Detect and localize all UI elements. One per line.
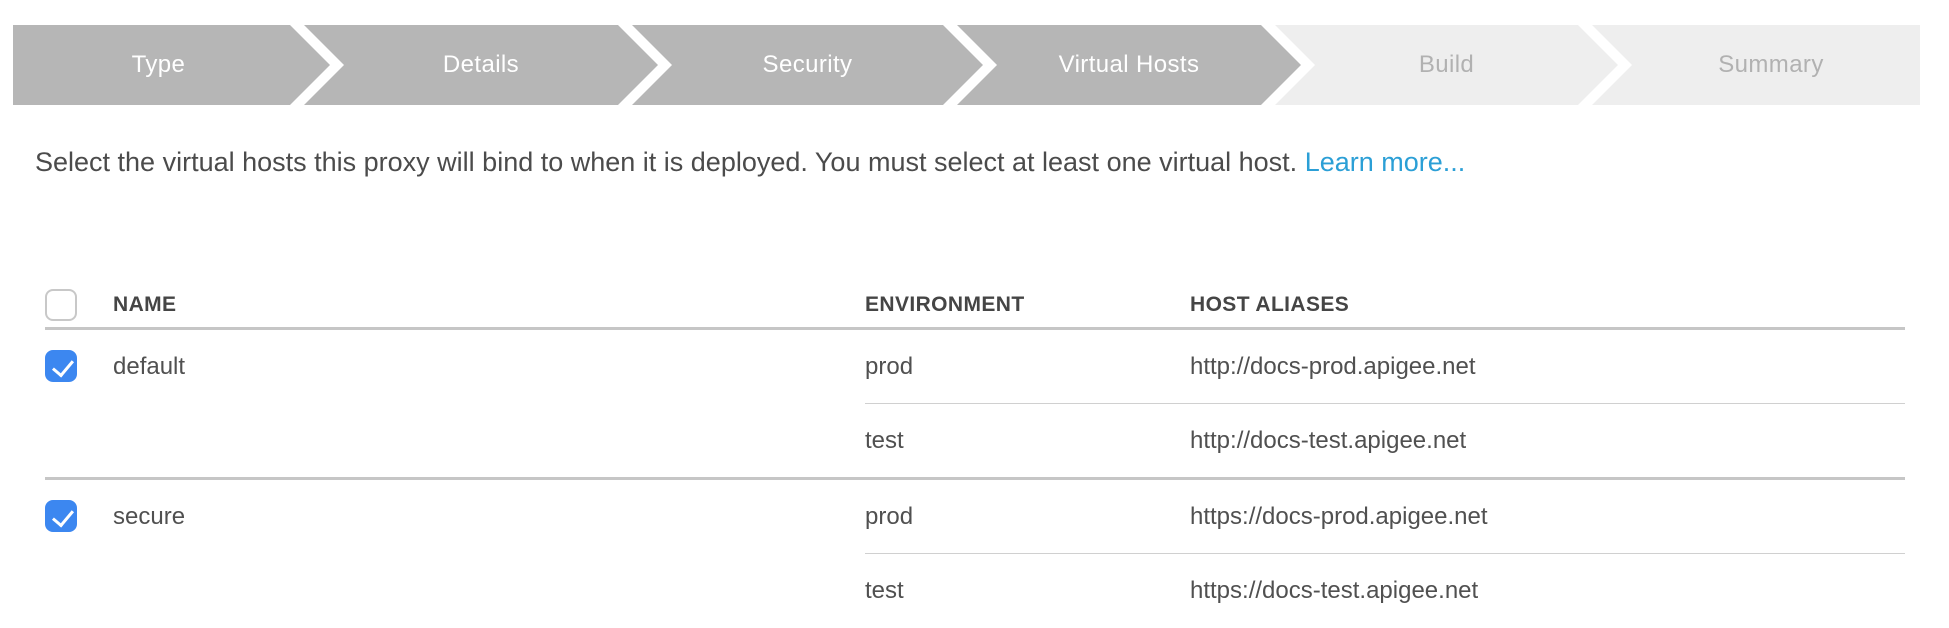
learn-more-link[interactable]: Learn more...	[1304, 147, 1466, 177]
host-alias-cell: http://docs-prod.apigee.net	[1190, 352, 1476, 380]
environment-cell: prod	[865, 502, 914, 530]
wizard-step-build: Build	[1275, 25, 1618, 105]
checkmark-icon	[51, 504, 75, 528]
secure-environments: prod https://docs-prod.apigee.net test h…	[865, 480, 1905, 627]
default-checkbox[interactable]	[45, 350, 77, 382]
wizard-step-summary: Summary	[1592, 25, 1920, 105]
select-all-checkbox[interactable]	[45, 289, 77, 321]
secure-checkbox[interactable]	[45, 500, 77, 532]
virtual-hosts-table: NAME ENVIRONMENT HOST ALIASES default pr…	[45, 283, 1905, 627]
default-environments: prod http://docs-prod.apigee.net test ht…	[865, 330, 1905, 477]
description-text: Select the virtual hosts this proxy will…	[35, 147, 1305, 177]
wizard-step-type[interactable]: Type	[13, 25, 330, 105]
checkmark-icon	[51, 354, 75, 378]
wizard-step-type-label: Type	[131, 51, 186, 78]
table-row-default: default prod http://docs-prod.apigee.net…	[45, 330, 1905, 480]
secure-name-cell: secure	[113, 503, 186, 530]
wizard-step-security-label: Security	[762, 51, 853, 78]
wizard-step-details-label: Details	[442, 51, 520, 78]
default-checkbox-cell	[45, 330, 113, 477]
wizard-step-details[interactable]: Details	[304, 25, 658, 105]
select-all-cell	[45, 289, 113, 321]
wizard-step-build-label: Build	[1418, 51, 1475, 78]
default-test-row: test http://docs-test.apigee.net	[865, 404, 1905, 477]
page-description: Select the virtual hosts this proxy will…	[35, 143, 1915, 181]
host-alias-cell: https://docs-test.apigee.net	[1190, 576, 1479, 604]
wizard-step-security[interactable]: Security	[632, 25, 983, 105]
environment-cell: prod	[865, 352, 914, 380]
column-header-environment: ENVIRONMENT	[865, 293, 1025, 316]
environment-cell: test	[865, 576, 904, 604]
default-prod-row: prod http://docs-prod.apigee.net	[865, 330, 1905, 404]
column-header-name: NAME	[113, 293, 177, 316]
wizard-step-virtual-hosts-label: Virtual Hosts	[1058, 51, 1200, 78]
environment-cell: test	[865, 426, 904, 454]
secure-checkbox-cell	[45, 480, 113, 627]
wizard-step-bar: Type Details Security Virtual Hosts Buil…	[0, 25, 1949, 105]
secure-test-row: test https://docs-test.apigee.net	[865, 554, 1905, 627]
table-header-row: NAME ENVIRONMENT HOST ALIASES	[45, 283, 1905, 330]
host-alias-cell: http://docs-test.apigee.net	[1190, 426, 1467, 454]
column-header-host-aliases: HOST ALIASES	[1190, 293, 1350, 316]
default-name-cell: default	[113, 353, 186, 380]
wizard-step-summary-label: Summary	[1718, 51, 1824, 78]
wizard-step-virtual-hosts[interactable]: Virtual Hosts	[957, 25, 1301, 105]
secure-prod-row: prod https://docs-prod.apigee.net	[865, 480, 1905, 554]
table-row-secure: secure prod https://docs-prod.apigee.net…	[45, 480, 1905, 627]
host-alias-cell: https://docs-prod.apigee.net	[1190, 502, 1488, 530]
